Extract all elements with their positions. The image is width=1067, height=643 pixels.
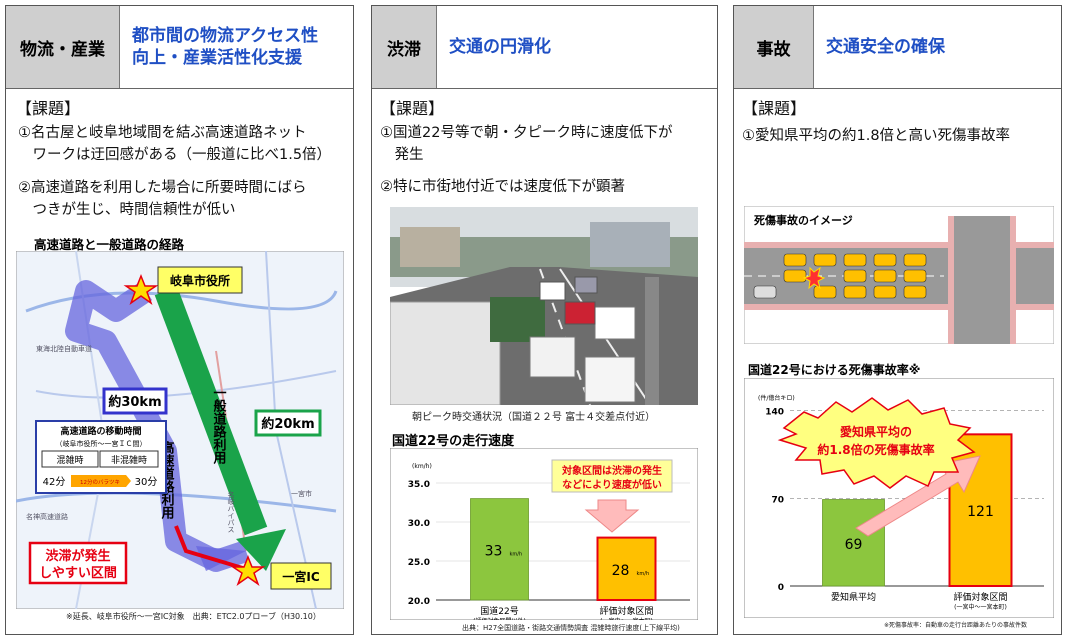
category-label: 国道22号 [480,605,518,617]
general-distance: 約20km [261,416,314,432]
accident-image: 死傷事故のイメージ [744,206,1054,344]
panel-tag: 渋滞 [372,6,437,88]
y-tick-label: 0 [778,583,784,593]
category-sublabel: (評価対象区間以外) [473,617,526,620]
panel-accident: 事故 交通安全の確保 【課題】 ①愛知県平均の約1.8倍と高い死傷事故率 死傷事… [733,5,1062,635]
category-label: 評価対象区間 [953,591,1007,603]
issue-2-line2: つきが生じ、時間信頼性が低い [18,201,236,218]
travel-table-col1: 混雑時 [56,454,83,466]
down-arrow-icon [584,499,640,533]
section-heading: 【課題】 [16,99,81,118]
panel-title: 交通の円滑化 [449,36,551,57]
accident-image-title: 死傷事故のイメージ [754,213,853,227]
accident-note: ※死傷事故率：自動車の走行台距離あたりの事故件数 [884,622,1028,629]
issue-2: ②特に市街地付近では速度低下が顕著 [380,177,625,199]
category-label: 愛知県平均 [831,591,876,603]
route-map: 岐阜市役所 一宮IC 約30km 約20km 一般道路利用 高速道路利用 東海北… [16,251,344,609]
category-sublabel: (一宮中〜一宮本町) [600,617,653,620]
panel-header: 事故 交通安全の確保 [734,6,1061,89]
issue-1: ①愛知県平均の約1.8倍と高い死傷事故率 [742,126,1010,148]
issue-2-line1: ②特に市街地付近では速度低下が顕著 [380,179,625,195]
crash-icon [802,266,826,290]
road-label-3: 名岐バイパス [227,490,235,533]
map-title: 高速道路と一般道路の経路 [34,237,185,252]
road-label-1: 東海北陸自動車道 [36,344,92,353]
congestion-line2: しやすい区間 [39,566,117,581]
destination-label: 一宮IC [282,569,319,584]
accident-callout-line2: 約1.8倍の死傷事故率 [817,442,934,457]
category-label: 評価対象区間 [599,605,653,617]
panel-header: 物流・産業 都市間の物流アクセス性 向上・産業活性化支援 [6,6,353,89]
bar-1 [822,499,885,587]
travel-table-col2: 非混雑時 [111,454,147,466]
accident-chart-title: 国道22号における死傷事故率※ [748,363,921,377]
travel-table-diff: 12分のバラツキ [80,478,120,486]
issue-1: ①国道22号等で朝・夕ピーク時に速度低下が 発生 [380,123,672,167]
section-heading: 【課題】 [380,99,445,118]
issue-1: ①名古屋と岐阜地域間を結ぶ高速道路ネット ワークは迂回感がある（一般道に比べ1.… [18,123,331,167]
travel-table-subtitle: （岐阜市役所〜一宮ＩＣ間） [56,439,147,448]
traffic-photo [390,207,698,405]
issue-2: ②高速道路を利用した場合に所要時間にばら つきが生じ、時間信頼性が低い [18,178,307,222]
origin-star-icon [123,273,159,305]
panel-title-line1: 都市間の物流アクセス性 [132,25,319,46]
origin-label: 岐阜市役所 [170,273,230,288]
speed-chart-title: 国道22号の走行速度 [392,434,515,449]
speed-source: 出典：H27全国道路・街路交通情勢調査 混雑時旅行速度(上下線平均) [462,624,680,632]
starburst-callout [777,397,976,489]
panel-title-line2: 向上・産業活性化支援 [132,48,302,68]
issue-1-line2: 発生 [380,146,424,163]
travel-table-title: 高速道路の移動時間 [60,425,141,437]
y-tick-label: 140 [765,408,784,418]
accident-chart: (件/億台キロ) 0 70 140 69 愛知県平均 121 評価対象区間(一宮中〜一宮本… [744,378,1054,618]
bar-value-label: 28 [612,563,630,579]
accident-callout-line1: 愛知県平均の [840,424,912,439]
bar-1 [470,498,529,601]
congestion-line1: 渋滞が発生 [45,548,110,564]
panel-title: 都市間の物流アクセス性 向上・産業活性化支援 [120,6,353,88]
panel-header: 渋滞 交通の円滑化 [372,6,717,89]
general-route-label: 一般道路利用 [211,386,228,465]
issue-1-line1: ①国道22号等で朝・夕ピーク時に速度低下が [380,125,673,141]
destination-star-icon [230,554,266,586]
travel-table-val2: 30分 [135,476,158,488]
y-tick-label: 25.0 [408,558,430,568]
speed-chart: (km/h) 20.0 25.0 30.0 35.0 33 km/h 国道22号(評価対象… [390,448,698,620]
issue-1-line1: ①愛知県平均の約1.8倍と高い死傷事故率 [742,128,1011,144]
panel-tag: 事故 [734,6,814,88]
map-footnote: ※延長、岐阜市役所〜一宮IC対象 出典：ETC2.0プローブ（H30.10） [66,612,321,621]
y-tick-label: 20.0 [408,597,430,607]
photo-caption: 朝ピーク時交通状況（国道２２号 富士４交差点付近） [412,412,656,423]
y-tick-label: 30.0 [408,519,430,529]
road-label-4: 一宮市 [291,489,312,498]
speed-callout-line2: などにより速度が低い [562,478,662,491]
issue-1-line2: ワークは迂回感がある（一般道に比べ1.5倍） [18,146,332,163]
y-tick-label: 70 [771,495,784,505]
issue-1-line1: ①名古屋と岐阜地域間を結ぶ高速道路ネット [18,125,307,141]
panel-tag: 物流・産業 [6,6,120,88]
bar-value-label: 69 [845,537,863,553]
panel-logistics: 物流・産業 都市間の物流アクセス性 向上・産業活性化支援 【課題】 ①名古屋と岐… [5,5,354,635]
issue-2-line1: ②高速道路を利用した場合に所要時間にばら [18,180,307,196]
bar-value-label: 33 [485,543,503,559]
accident-ylabel: (件/億台キロ) [758,394,795,402]
travel-table-val1: 42分 [43,476,66,488]
bar-unit-label: km/h [510,551,523,557]
road-label-2: 名神高速道路 [26,512,68,521]
panel-title: 交通安全の確保 [826,36,945,57]
bar-value-label: 121 [967,504,994,520]
bar-2 [596,536,657,601]
section-heading: 【課題】 [742,99,807,118]
speed-callout-line1: 対象区間は渋滞の発生 [561,464,662,477]
category-sublabel: (一宮中〜一宮本町) [954,603,1007,611]
bar-unit-label: km/h [637,571,650,577]
highway-distance: 約30km [108,394,161,410]
panel-congestion: 渋滞 交通の円滑化 【課題】 ①国道22号等で朝・夕ピーク時に速度低下が 発生 … [371,5,718,635]
y-tick-label: 35.0 [408,480,430,490]
speed-ylabel: (km/h) [412,463,432,470]
